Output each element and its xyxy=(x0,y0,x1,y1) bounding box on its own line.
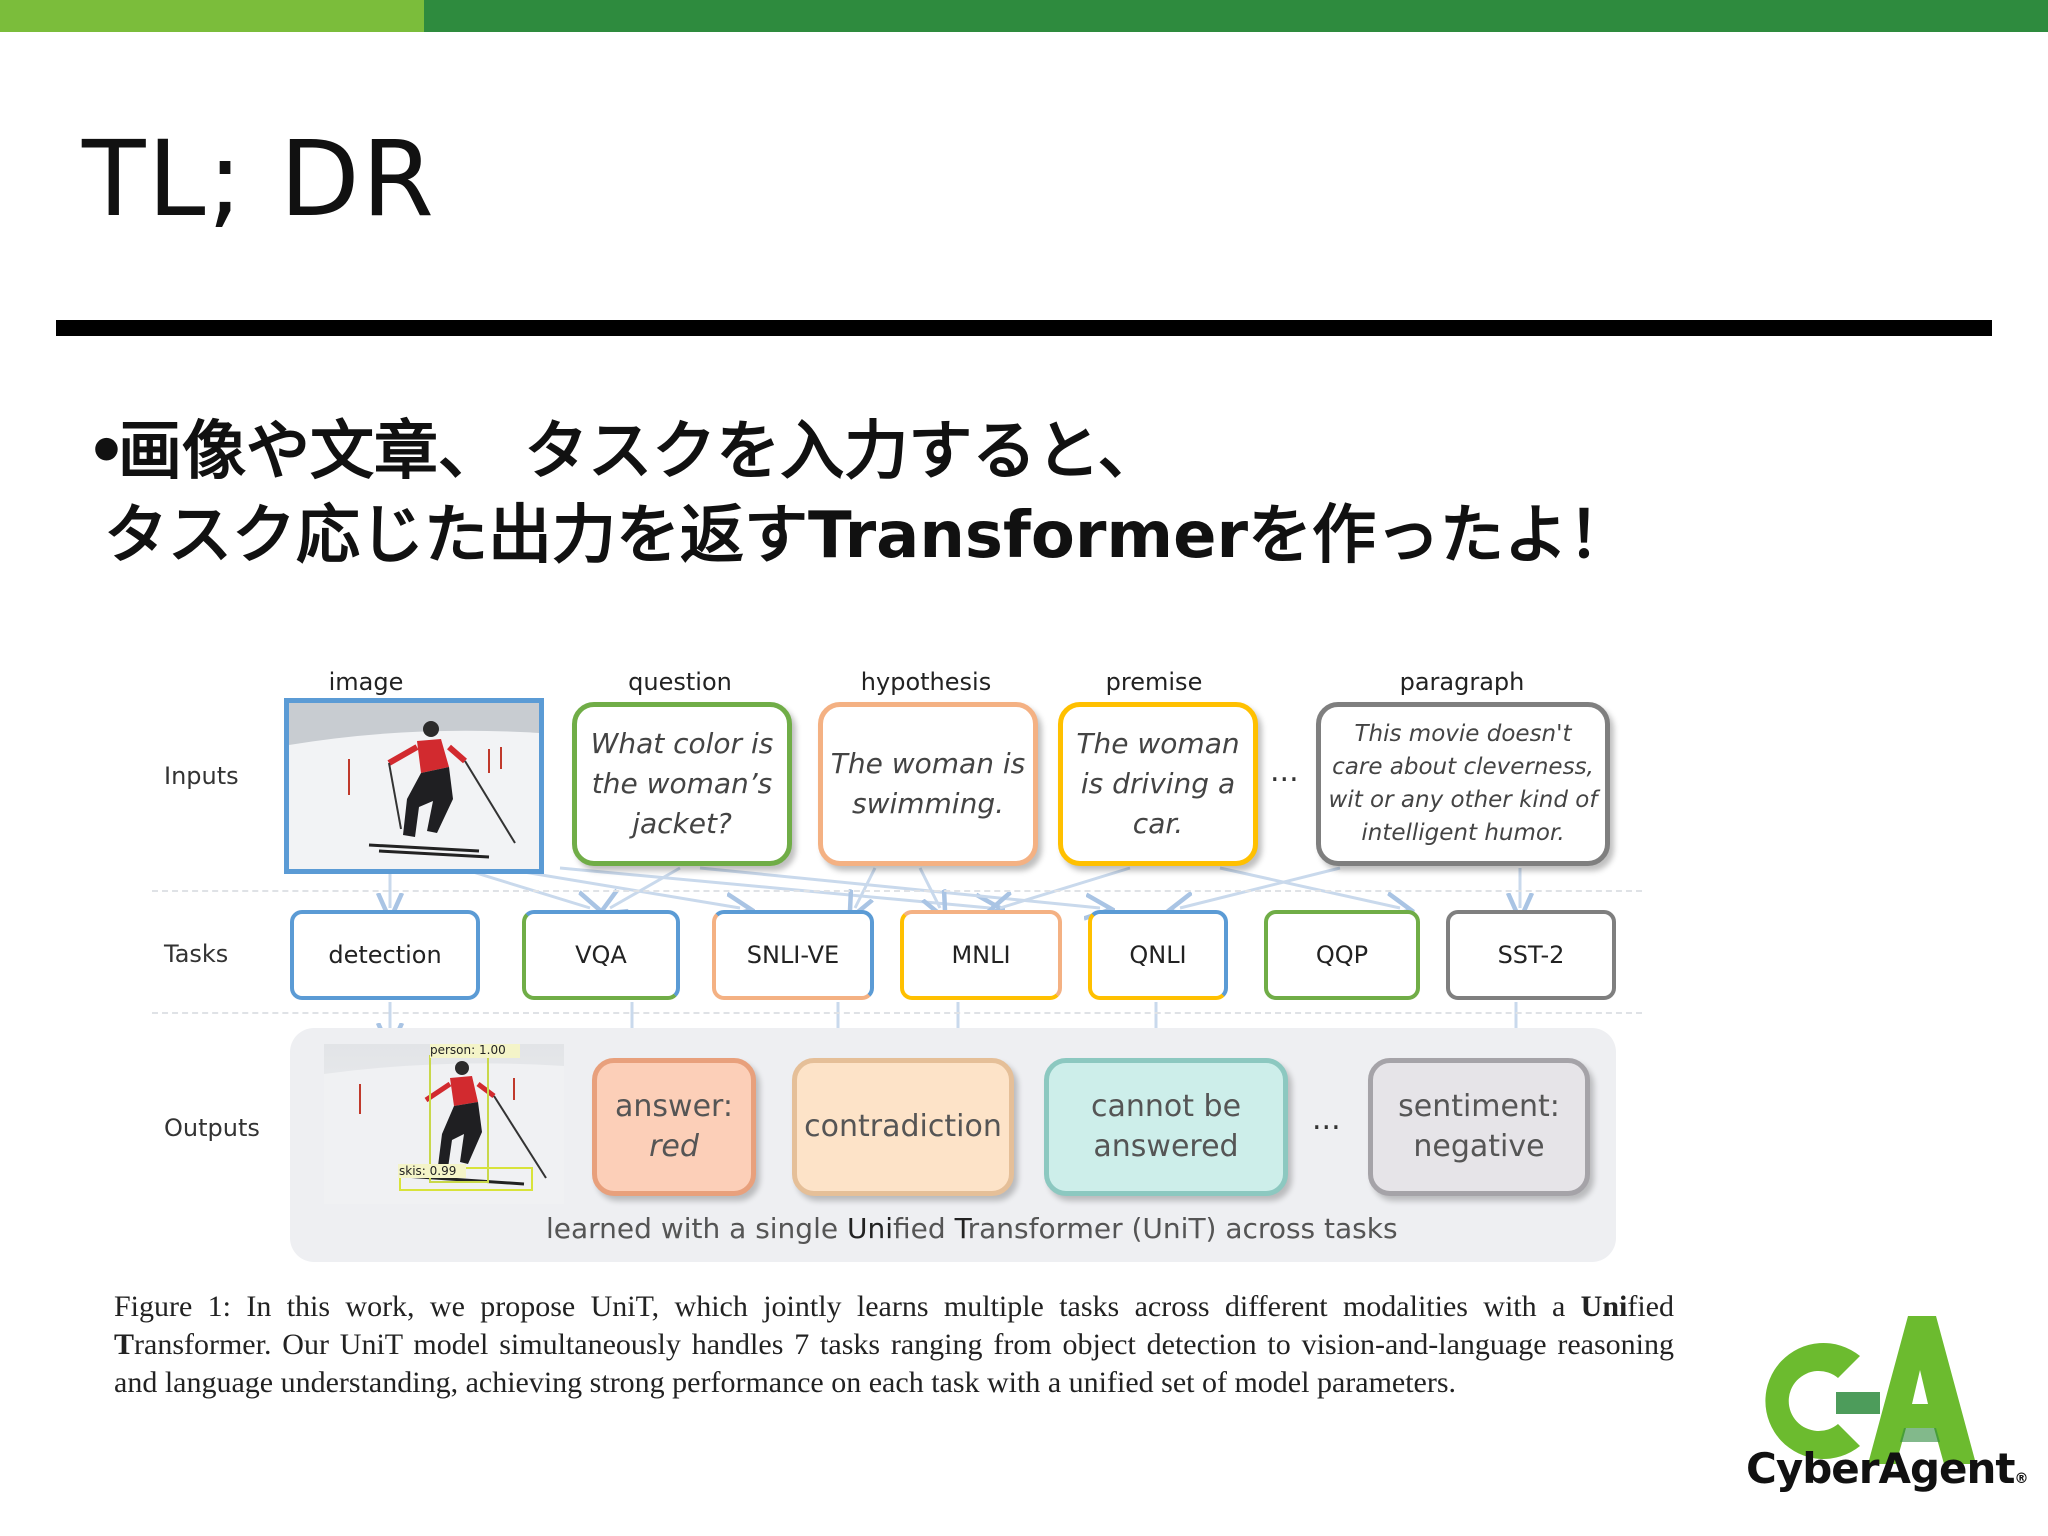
task-vqa: VQA xyxy=(522,910,680,1000)
unit-figure: Inputs Tasks Outputs image question hypo… xyxy=(140,650,1660,1270)
input-paragraph-box: This movie doesn't care about cleverness… xyxy=(1316,702,1610,866)
logo-registered-mark: ® xyxy=(2014,1471,2029,1487)
top-accent-bar-dark xyxy=(424,0,2048,32)
output-answer-line2: red xyxy=(649,1129,699,1164)
input-label-hypothesis: hypothesis xyxy=(860,668,992,696)
row-label-inputs: Inputs xyxy=(164,762,239,790)
caption-bold-t: T xyxy=(114,1328,135,1361)
output-sentiment-line1: sentiment: xyxy=(1398,1089,1560,1124)
output-answer-line1: answer: xyxy=(615,1089,733,1124)
task-sst-2: SST-2 xyxy=(1446,910,1616,1000)
input-label-image: image xyxy=(328,668,404,696)
output-answer-red: answer: red xyxy=(592,1058,756,1196)
cyberagent-logo-text: CyberAgent® xyxy=(1746,1444,2029,1493)
output-sentiment-text: sentiment: negative xyxy=(1398,1087,1560,1167)
row-separator xyxy=(152,1012,1642,1014)
output-qnli-text: cannot be answered xyxy=(1091,1087,1241,1167)
task-qnli: QNLI xyxy=(1088,910,1228,1000)
title-divider xyxy=(56,320,1992,336)
output-contradiction-text: contradiction xyxy=(804,1109,1002,1144)
output-qnli-line1: cannot be xyxy=(1090,1089,1242,1124)
cyberagent-logo-mark xyxy=(1765,1316,1976,1464)
input-question-box: What color is the woman’s jacket? xyxy=(572,702,792,866)
output-detection-image: person: 1.00 skis: 0.99 xyxy=(324,1044,564,1204)
output-qnli-line2: answered xyxy=(1093,1129,1239,1164)
panel-caption-part: fied xyxy=(893,1212,955,1245)
output-cannot-be-answered: cannot be answered xyxy=(1044,1058,1288,1196)
panel-caption-t: T xyxy=(954,1212,968,1245)
output-answer-text: answer: red xyxy=(615,1087,733,1167)
caption-text: ransformer. Our UniT model simultaneousl… xyxy=(114,1328,1674,1399)
task-detection: detection xyxy=(290,910,480,1000)
row-label-tasks: Tasks xyxy=(164,940,229,968)
input-hypothesis-box: The woman is swimming. xyxy=(818,702,1038,866)
row-label-outputs: Outputs xyxy=(164,1114,260,1142)
figure-caption: Figure 1: In this work, we propose UniT,… xyxy=(114,1288,1674,1402)
output-sentiment-negative: sentiment: negative xyxy=(1368,1058,1590,1196)
detection-label-person: person: 1.00 xyxy=(430,1044,506,1057)
panel-caption-part: ransformer (UniT) across tasks xyxy=(967,1212,1398,1245)
panel-caption: learned with a single Unified Transforme… xyxy=(546,1212,1398,1245)
row-separator xyxy=(152,890,1642,892)
panel-caption-uni: Uni xyxy=(847,1212,894,1245)
input-ski-image xyxy=(284,698,544,874)
input-label-paragraph: paragraph xyxy=(1399,668,1525,696)
input-label-premise: premise xyxy=(1105,668,1203,696)
input-premise-box: The woman is driving a car. xyxy=(1058,702,1258,866)
bullet-line-1: 画像や文章、 タスクを入力すると、 xyxy=(118,415,1162,489)
task-qqp: QQP xyxy=(1264,910,1420,1000)
caption-bold-uni: Uni xyxy=(1580,1290,1628,1323)
top-accent-bar-light xyxy=(0,0,424,32)
detection-label-skis: skis: 0.99 xyxy=(399,1164,457,1178)
task-snli-ve: SNLI-VE xyxy=(712,910,874,1000)
output-contradiction: contradiction xyxy=(792,1058,1014,1196)
inputs-ellipsis: ... xyxy=(1270,754,1299,789)
skier-illustration xyxy=(289,703,539,869)
bullet-line-2: タスク応じた出力を返すTransformerを作ったよ！ xyxy=(104,499,1633,573)
output-sentiment-line2: negative xyxy=(1413,1129,1545,1164)
slide-title: TL; DR xyxy=(82,118,436,240)
caption-text: fied xyxy=(1627,1290,1674,1323)
logo-wordmark: CyberAgent xyxy=(1746,1444,2015,1493)
caption-text: Figure 1: In this work, we propose UniT,… xyxy=(114,1290,1581,1323)
panel-caption-part: learned with a single xyxy=(546,1212,847,1245)
task-mnli: MNLI xyxy=(900,910,1062,1000)
bullet-dot: • xyxy=(86,415,127,489)
input-label-question: question xyxy=(628,668,732,696)
detected-skier-illustration xyxy=(324,1044,564,1204)
outputs-ellipsis: ... xyxy=(1312,1102,1341,1137)
